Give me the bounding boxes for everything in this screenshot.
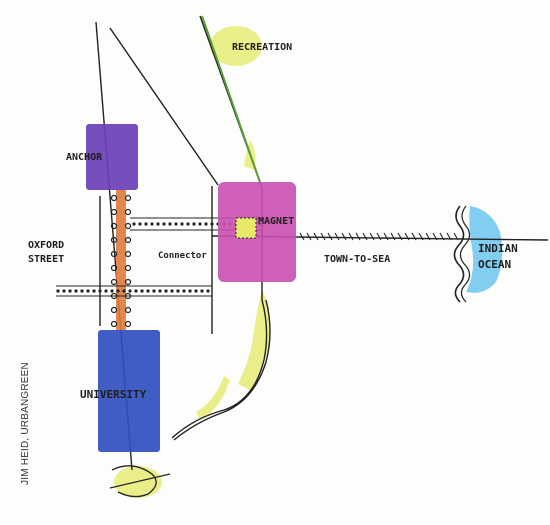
label-magnet: MAGNET — [258, 216, 294, 227]
tick-mark — [306, 232, 312, 241]
green-corridor-line — [201, 15, 263, 189]
tick-mark — [362, 232, 368, 241]
tick-mark — [439, 232, 445, 241]
tree-dot — [122, 289, 126, 293]
tick-mark — [390, 232, 396, 241]
tree-dot — [176, 289, 180, 293]
tick-mark — [453, 232, 459, 241]
oxford-street-trees — [110, 194, 132, 328]
tree-dot — [210, 222, 214, 226]
tree-dot — [156, 222, 160, 226]
tick-mark — [334, 232, 340, 241]
tree-dot — [104, 289, 108, 293]
tick-mark — [425, 232, 431, 241]
tree-dot — [146, 289, 150, 293]
photo-credit: JIM HEID, URBANGREEN — [0, 0, 31, 521]
label-indian-ocean-line2: OCEAN — [478, 258, 511, 271]
tree-dot — [92, 289, 96, 293]
tree-dot — [150, 222, 154, 226]
tree-dot — [188, 289, 192, 293]
tree-dot — [182, 289, 186, 293]
tree-dot — [144, 222, 148, 226]
label-town-to-sea: TOWN-TO-SEA — [324, 254, 390, 265]
tree-dot — [158, 289, 162, 293]
tree-dot — [128, 289, 132, 293]
tree-dot — [186, 222, 190, 226]
tree-dot — [204, 222, 208, 226]
tree-dot — [116, 289, 120, 293]
magnet-block — [218, 182, 296, 282]
bottom-line — [109, 473, 171, 489]
tree-dot — [164, 289, 168, 293]
tree-dot — [152, 289, 156, 293]
tree-dot — [138, 222, 142, 226]
tree-dot — [168, 222, 172, 226]
tree-dot — [74, 289, 78, 293]
label-oxford-street-line1: OXFORD — [28, 240, 64, 251]
tick-mark — [355, 232, 361, 241]
tree-dot — [192, 222, 196, 226]
anchor-block — [86, 124, 138, 190]
tree-dot — [140, 289, 144, 293]
tree-dot — [162, 222, 166, 226]
tick-mark — [397, 232, 403, 241]
tick-mark — [341, 232, 347, 241]
tick-mark — [418, 232, 424, 241]
coastline-inner — [459, 205, 471, 303]
label-connector: Connector — [158, 251, 207, 261]
label-oxford-street-line2: STREET — [28, 254, 64, 265]
town-to-sea-ticks — [299, 232, 459, 241]
label-anchor: ANCHOR — [66, 152, 103, 163]
magnet-center-square — [235, 217, 257, 239]
tree-dot — [68, 289, 72, 293]
coastline — [453, 205, 465, 303]
label-university: UNIVERSITY — [80, 388, 147, 401]
tree-dot — [62, 289, 66, 293]
tree-dot — [200, 289, 204, 293]
green-corridor-wash — [114, 26, 270, 498]
tree-dot — [86, 289, 90, 293]
tick-mark — [327, 232, 333, 241]
tree-dot — [56, 289, 60, 293]
tick-mark — [404, 232, 410, 241]
tick-mark — [313, 232, 319, 241]
ocean-wash — [466, 206, 503, 293]
tree-dot — [98, 289, 102, 293]
tree-dot — [110, 289, 114, 293]
label-recreation: RECREATION — [232, 42, 292, 53]
tree-dot — [170, 289, 174, 293]
oxford-street-spine — [116, 190, 126, 330]
bottom-scribble — [111, 465, 157, 498]
tick-mark — [446, 232, 452, 241]
tick-mark — [376, 232, 382, 241]
university-block — [98, 330, 160, 452]
tree-dot — [134, 289, 138, 293]
tick-mark — [369, 232, 375, 241]
tree-dot — [206, 289, 210, 293]
tree-dot — [198, 222, 202, 226]
tick-mark — [411, 232, 417, 241]
tick-mark — [432, 232, 438, 241]
tick-mark — [299, 232, 305, 241]
connector-tree-rows — [56, 217, 262, 297]
tick-mark — [320, 232, 326, 241]
tree-dot — [180, 222, 184, 226]
photo-credit-text: JIM HEID, URBANGREEN — [19, 362, 31, 485]
tree-dot — [80, 289, 84, 293]
tree-dot — [132, 222, 136, 226]
label-indian-ocean-line1: INDIAN — [478, 242, 518, 255]
tick-mark — [383, 232, 389, 241]
tick-mark — [348, 232, 354, 241]
tree-dot — [174, 222, 178, 226]
tree-dot — [194, 289, 198, 293]
